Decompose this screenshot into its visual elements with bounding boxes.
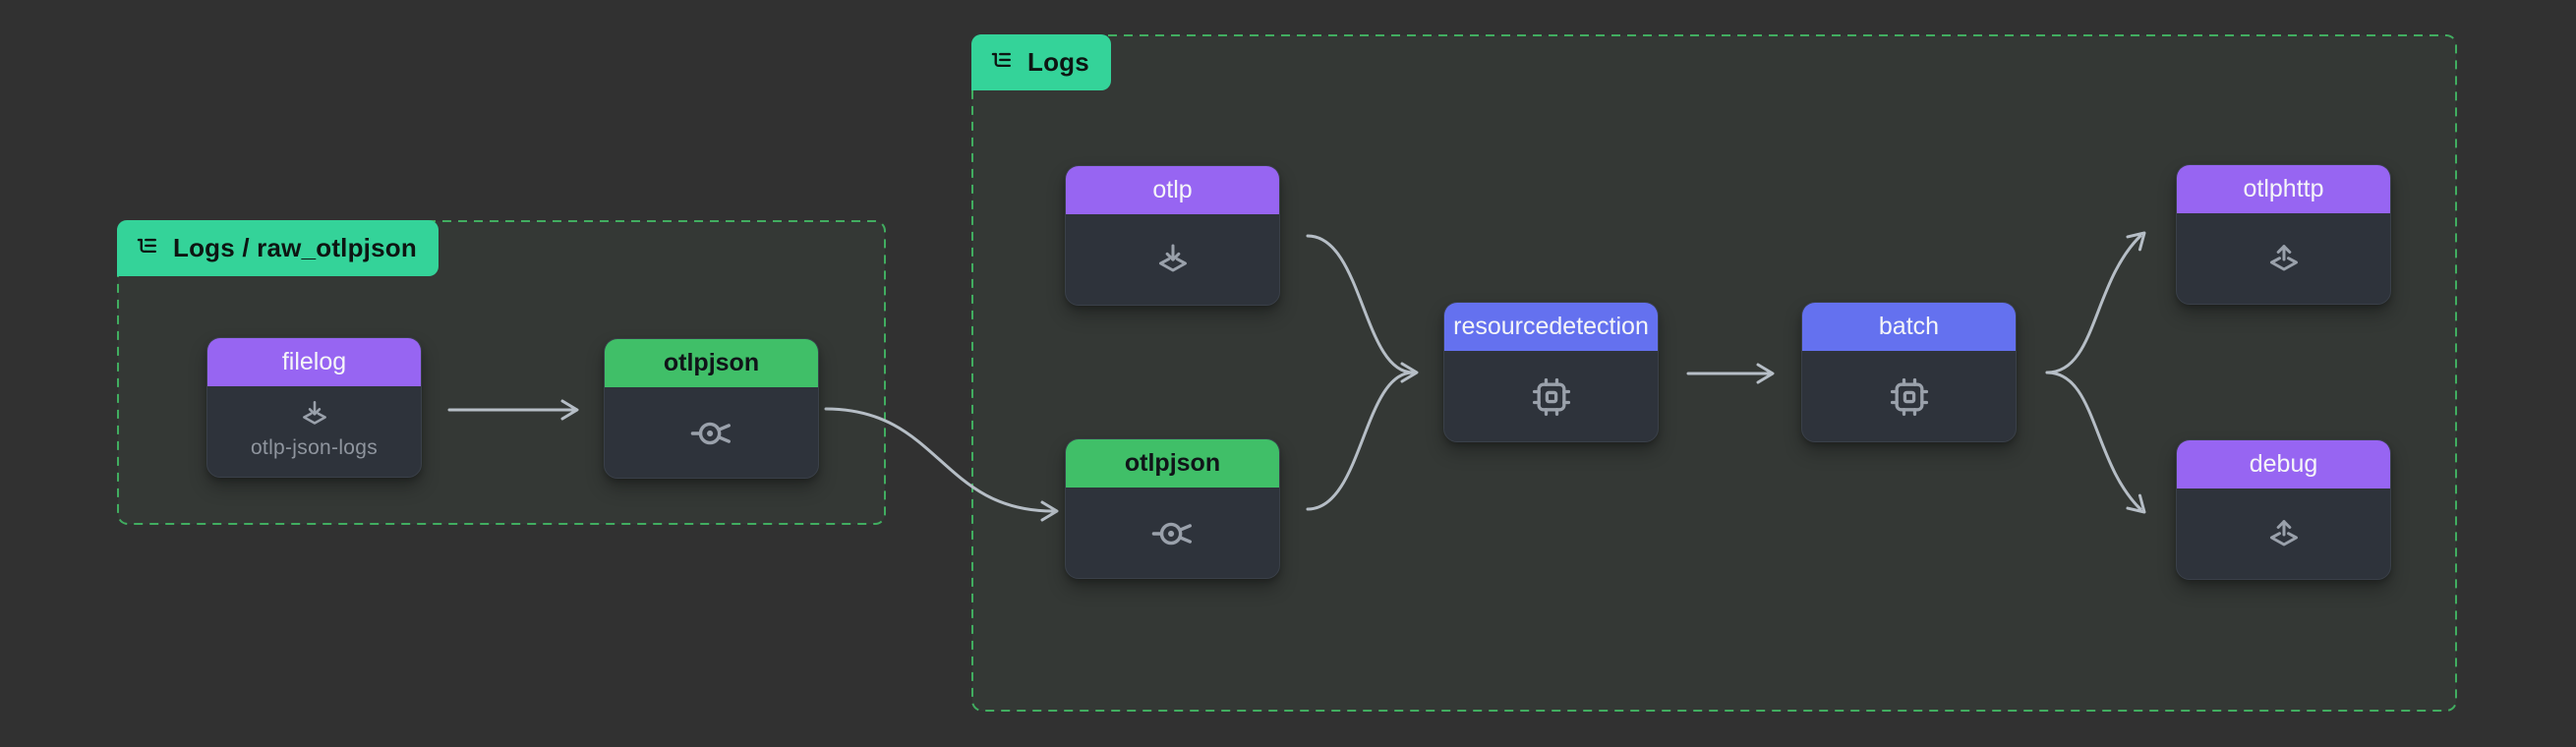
node-header-otlp: otlp: [1066, 166, 1279, 214]
edge-batch-to-otlphttp: [2045, 231, 2146, 374]
node-header-otlpjson: otlpjson: [605, 339, 818, 387]
node-header-otlphttp: otlphttp: [2177, 165, 2390, 213]
list-tree-icon: [991, 52, 1011, 68]
edge-filelog-to-otlpjson: [447, 399, 579, 421]
cpu-icon: [1532, 377, 1570, 416]
node-otlpjson[interactable]: otlpjson: [1065, 438, 1280, 579]
node-header-filelog: filelog: [207, 338, 421, 386]
node-filelog[interactable]: filelog otlp-json-logs: [206, 337, 422, 478]
exporter-upload-icon: [2269, 519, 2298, 546]
receiver-inbox-icon: [302, 400, 326, 425]
connector-icon: [690, 422, 731, 444]
node-otlphttp[interactable]: otlphttp: [2176, 164, 2391, 305]
receiver-inbox-icon: [1158, 244, 1187, 271]
group-label-text: Logs: [1027, 47, 1089, 77]
group-label-logs: Logs: [971, 34, 1111, 90]
exporter-upload-icon: [2269, 244, 2298, 270]
node-header-resourcedetection: resourcedetection: [1444, 303, 1658, 351]
list-tree-icon: [137, 238, 156, 254]
node-debug[interactable]: debug: [2176, 439, 2391, 580]
node-header-debug: debug: [2177, 440, 2390, 488]
edge-resourcedetection-to-batch: [1686, 363, 1775, 384]
node-resourcedetection[interactable]: resourcedetection: [1443, 302, 1659, 442]
edge-otlp-to-resourcedetection: [1306, 234, 1415, 374]
node-header-otlpjson: otlpjson: [1066, 439, 1279, 488]
edge-batch-to-debug: [2045, 371, 2146, 514]
edge-otlpjson-to-otlpjson: [824, 407, 1059, 522]
group-label-text: Logs / raw_otlpjson: [173, 233, 417, 262]
node-batch[interactable]: batch: [1801, 302, 2017, 442]
node-header-batch: batch: [1802, 303, 2016, 351]
node-sublabel: otlp-json-logs: [250, 436, 379, 459]
cpu-icon: [1890, 377, 1928, 416]
node-otlpjson-raw[interactable]: otlpjson: [604, 338, 819, 479]
edge-otlpjson-to-resourcedetection: [1306, 362, 1419, 511]
node-otlp[interactable]: otlp: [1065, 165, 1280, 306]
connector-icon: [1151, 522, 1192, 545]
group-label-logs-raw-otlpjson: Logs / raw_otlpjson: [117, 220, 439, 276]
